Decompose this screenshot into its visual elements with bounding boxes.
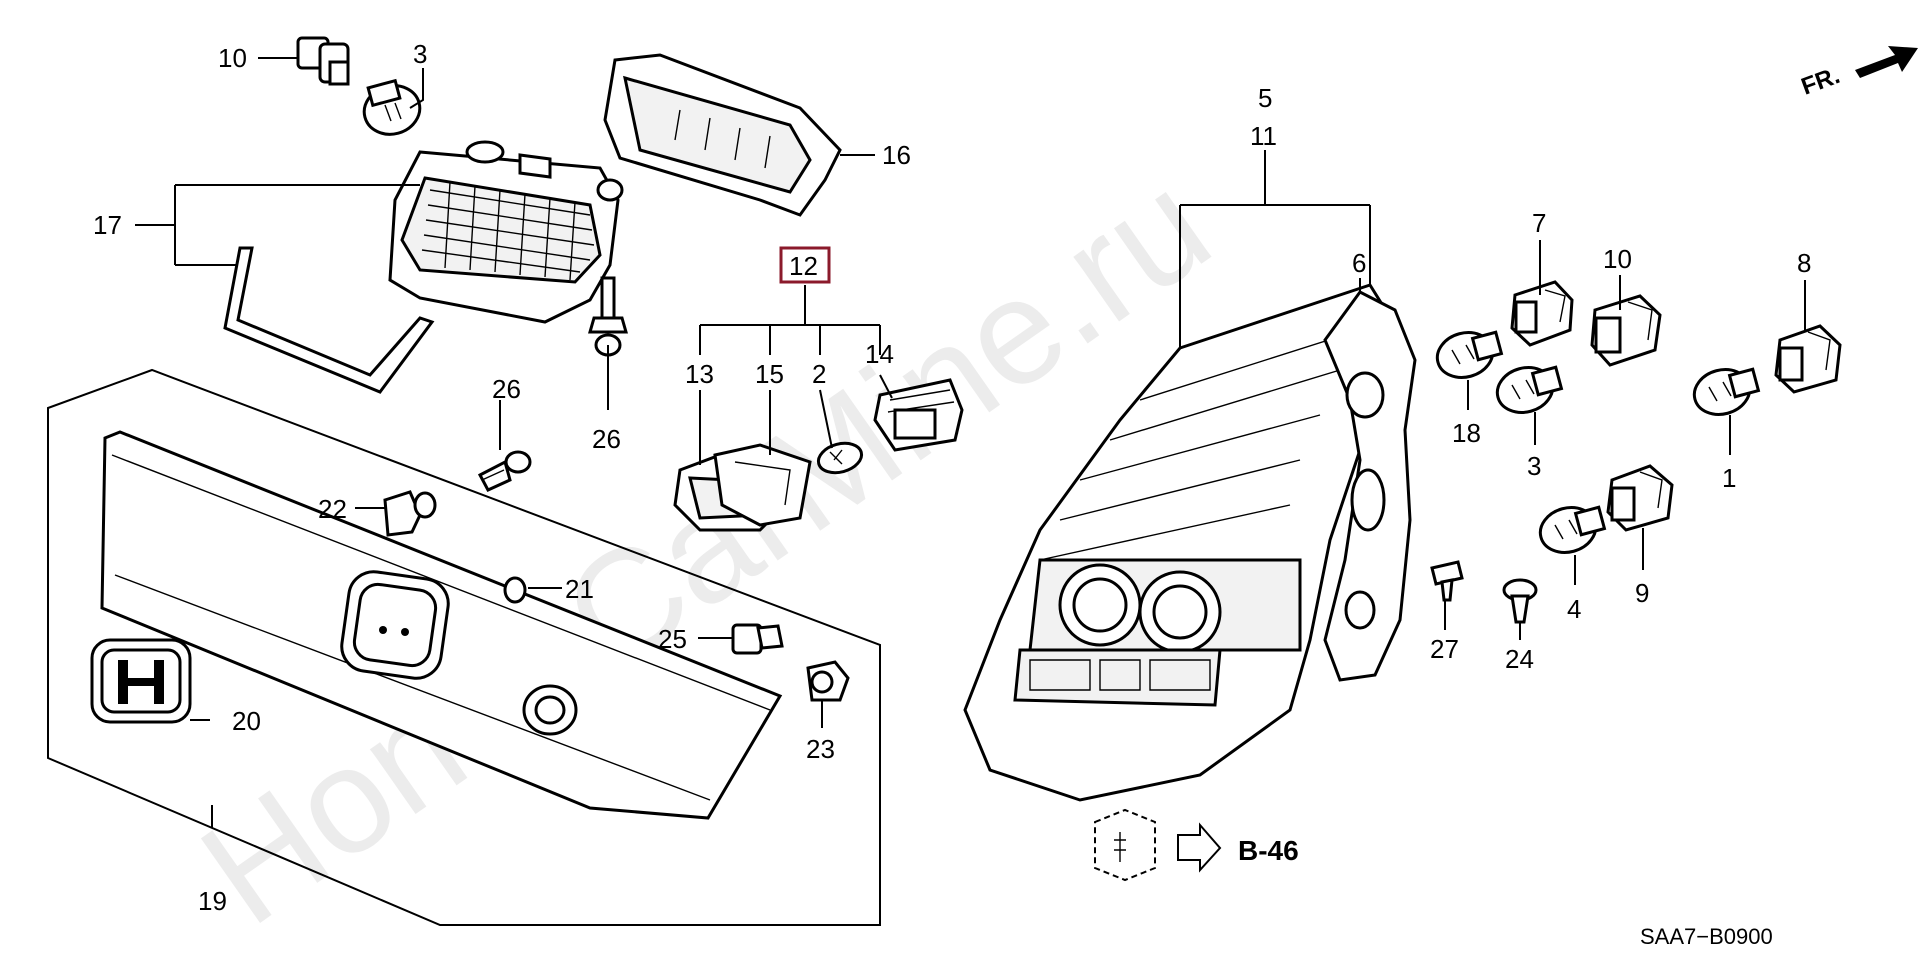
callout-3-right: 3: [1527, 451, 1541, 481]
callout-26-mid: 26: [592, 424, 621, 454]
callout-6: 6: [1352, 248, 1366, 278]
callout-7: 7: [1532, 208, 1546, 238]
socket-14: [873, 378, 964, 452]
socket-7: [1510, 280, 1574, 347]
callout-4: 4: [1567, 594, 1581, 624]
callout-19: 19: [198, 886, 227, 916]
reference-arrow-icon: [1177, 822, 1222, 873]
bulb-2: [816, 441, 864, 475]
callout-15: 15: [755, 359, 784, 389]
callout-5: 5: [1258, 83, 1272, 113]
front-direction-label: FR.: [1798, 62, 1844, 101]
callout-17: 17: [93, 210, 122, 240]
callout-16: 16: [882, 140, 911, 170]
socket-9: [1606, 464, 1674, 532]
garnish-outline-box: [47, 368, 881, 926]
license-light-base: [713, 443, 812, 527]
socket-10-top: [296, 36, 350, 86]
callout-25: 25: [658, 624, 687, 654]
callout-26-top: 26: [492, 374, 521, 404]
callout-10-right: 10: [1603, 244, 1632, 274]
honda-emblem: [90, 638, 192, 724]
callout-18: 18: [1452, 418, 1481, 448]
taillight-ribs: [1039, 329, 1361, 561]
callout-8: 8: [1797, 248, 1811, 278]
callout-12: 12: [789, 251, 818, 281]
callout-22: 22: [318, 494, 347, 524]
bulb-4: [1538, 505, 1607, 554]
reference-b-46: B-46: [1094, 808, 1299, 882]
callout-9: 9: [1635, 578, 1649, 608]
diagram-code: SAA7−B0900: [1640, 924, 1773, 949]
stop-light-gasket: [223, 246, 435, 394]
front-direction-indicator: FR.: [1798, 46, 1918, 101]
callout-20: 20: [232, 706, 261, 736]
callout-11: 11: [1250, 121, 1277, 151]
callout-1: 1: [1722, 463, 1736, 493]
callout-numbers: 10 3 16 17 12 13 15 2 14 26 26 22 21 25 …: [93, 39, 1811, 916]
reference-label: B-46: [1238, 835, 1299, 866]
taillight-assembly: [963, 283, 1400, 802]
callout-21: 21: [565, 574, 594, 604]
front-direction-arrow-icon: [1855, 46, 1918, 78]
stop-light-cover: [603, 53, 842, 217]
nut-23: [806, 660, 850, 702]
callout-14: 14: [865, 339, 894, 369]
callout-27: 27: [1430, 634, 1459, 664]
hex-screw-icon: [1094, 808, 1156, 882]
callout-23: 23: [806, 734, 835, 764]
washer-21: [503, 576, 527, 604]
bulb-1: [1692, 367, 1761, 416]
taillight-gasket: [1323, 290, 1417, 682]
bulb-3-right: [1495, 365, 1564, 414]
callout-13: 13: [685, 359, 714, 389]
bulb-3-top: [362, 78, 422, 136]
highlighted-part-12-box: [779, 246, 831, 284]
tailgate-garnish: [100, 430, 783, 820]
callout-24: 24: [1505, 644, 1534, 674]
bulb-18: [1435, 330, 1504, 379]
clip-22: [383, 490, 437, 537]
high-mount-stop-light: [388, 140, 624, 324]
lens-grid: [421, 181, 595, 281]
clip-24: [1502, 578, 1538, 624]
leader-lines: [135, 57, 1806, 828]
clip-27: [1430, 560, 1464, 602]
socket-10-right: [1590, 294, 1662, 367]
socket-8: [1774, 324, 1842, 394]
callout-3-top: 3: [413, 39, 427, 69]
screw-26-mid: [477, 450, 532, 492]
clip-25: [731, 623, 784, 655]
callout-10-top: 10: [218, 43, 247, 73]
callout-2: 2: [812, 359, 826, 389]
